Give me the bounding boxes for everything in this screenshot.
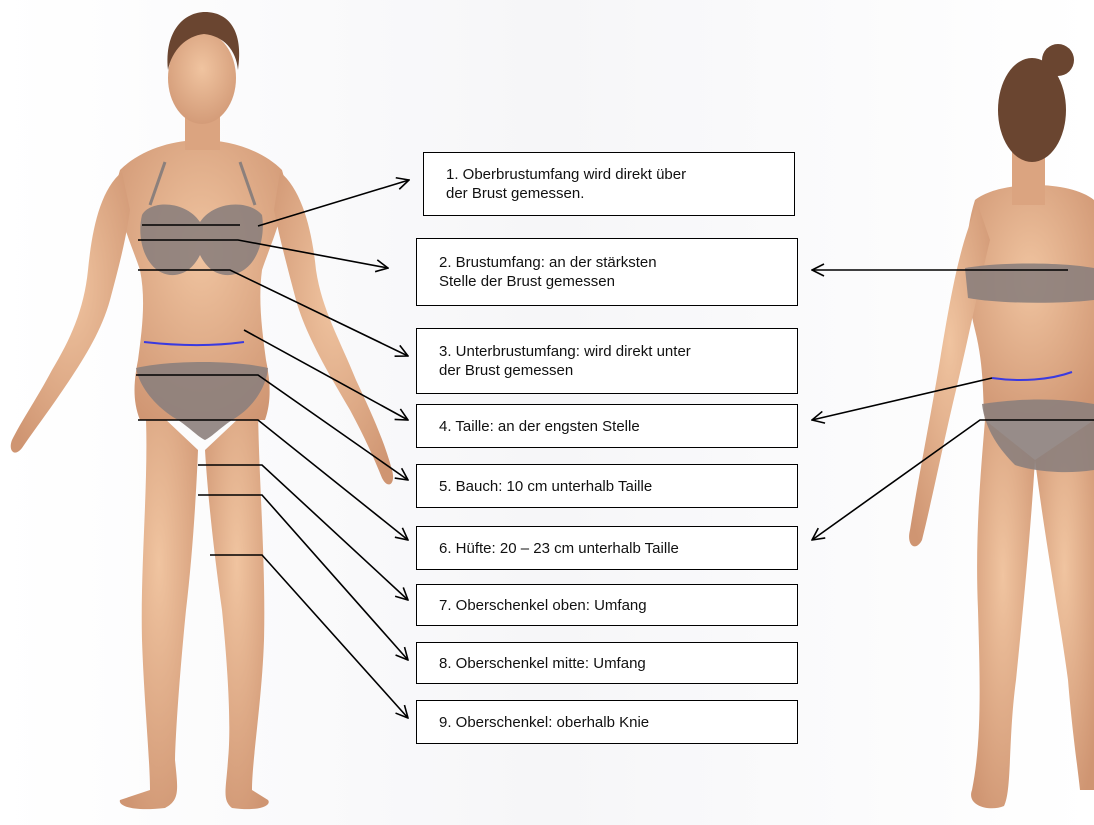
label-box-9: 9. Oberschenkel: oberhalb Knie [416,700,798,744]
label-box-6: 6. Hüfte: 20 – 23 cm unterhalb Taille [416,526,798,570]
label-box-5: 5. Bauch: 10 cm unterhalb Taille [416,464,798,508]
label-box-8: 8. Oberschenkel mitte: Umfang [416,642,798,684]
label-box-2: 2. Brustumfang: an der stärksten Stelle … [416,238,798,306]
label-box-7: 7. Oberschenkel oben: Umfang [416,584,798,626]
back-hair-bun [1042,44,1074,76]
label-box-3: 3. Unterbrustumfang: wird direkt unter d… [416,328,798,394]
label-box-1: 1. Oberbrustumfang wird direkt über der … [423,152,795,216]
label-box-4: 4. Taille: an der engsten Stelle [416,404,798,448]
